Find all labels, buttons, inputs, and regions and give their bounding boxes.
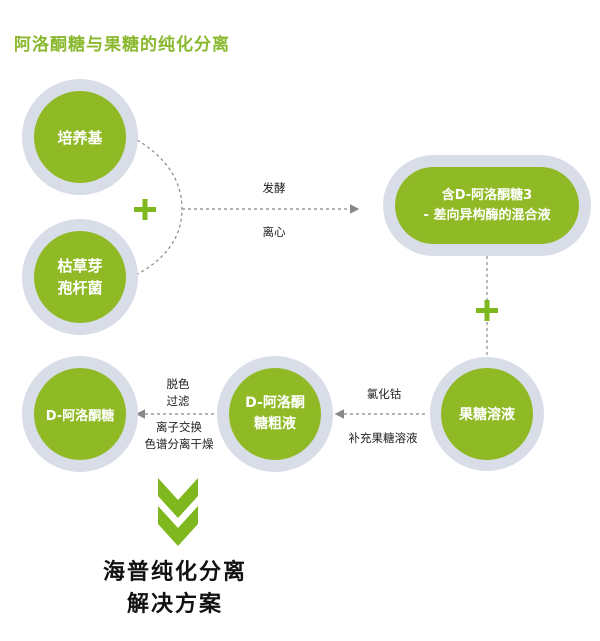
label-ion-chromatography: 离子交换 色谱分离干燥 [136,419,222,453]
label-centrifuge: 离心 [262,225,286,239]
node-crude-label: D-阿洛酮 糖粗液 [229,368,321,460]
culture-medium-text: 培养基 [57,128,103,147]
mixture-text-line1: 含D-阿洛酮糖3 [441,187,533,203]
allulose-text: D-阿洛酮糖 [45,408,115,424]
page-title: 阿洛酮糖与果糖的纯化分离 [14,35,230,55]
down-arrow-icon [158,478,198,546]
mixture-text-line2: - 差向异构酶的混合液 [423,207,551,223]
label-filter: 过滤 [166,394,190,408]
label-decolor-filter: 脱色 过滤 [148,376,208,410]
label-ion-exchange: 离子交换 [156,420,202,434]
crude-text-line1: D-阿洛酮 [245,395,305,411]
plus-icon [476,300,498,321]
solution-title-line1: 海普纯化分离 [102,560,247,585]
plus-icon [134,199,156,220]
bacillus-text-line1: 枯草芽 [57,257,103,275]
label-chromatography: 色谱分离干燥 [144,437,214,451]
node-fructose-label: 果糖溶液 [441,368,533,460]
fructose-text: 果糖溶液 [459,407,515,423]
node-allulose-label: D-阿洛酮糖 [34,368,126,460]
crude-text-line2: 糖粗液 [254,416,296,432]
node-mixture-label: 含D-阿洛酮糖3 - 差向异构酶的混合液 [395,167,579,244]
node-crude-allulose [217,356,333,472]
label-add-fructose: 补充果糖溶液 [348,431,418,445]
node-culture-medium-label: 培养基 [34,91,126,183]
solution-title-line2: 解决方案 [126,592,223,617]
label-cobalt-chloride: 氯化钴 [366,387,402,401]
node-allulose [22,356,138,472]
node-bacillus-subtilis [22,219,138,335]
node-culture-medium [22,79,138,195]
bacillus-text-line2: 孢杆菌 [57,279,103,297]
label-decolor: 脱色 [166,377,190,391]
label-ferment: 发酵 [262,181,286,195]
node-bacillus-label: 枯草芽 孢杆菌 [34,231,126,323]
node-fructose-solution [430,357,544,471]
node-mixture [383,155,591,256]
